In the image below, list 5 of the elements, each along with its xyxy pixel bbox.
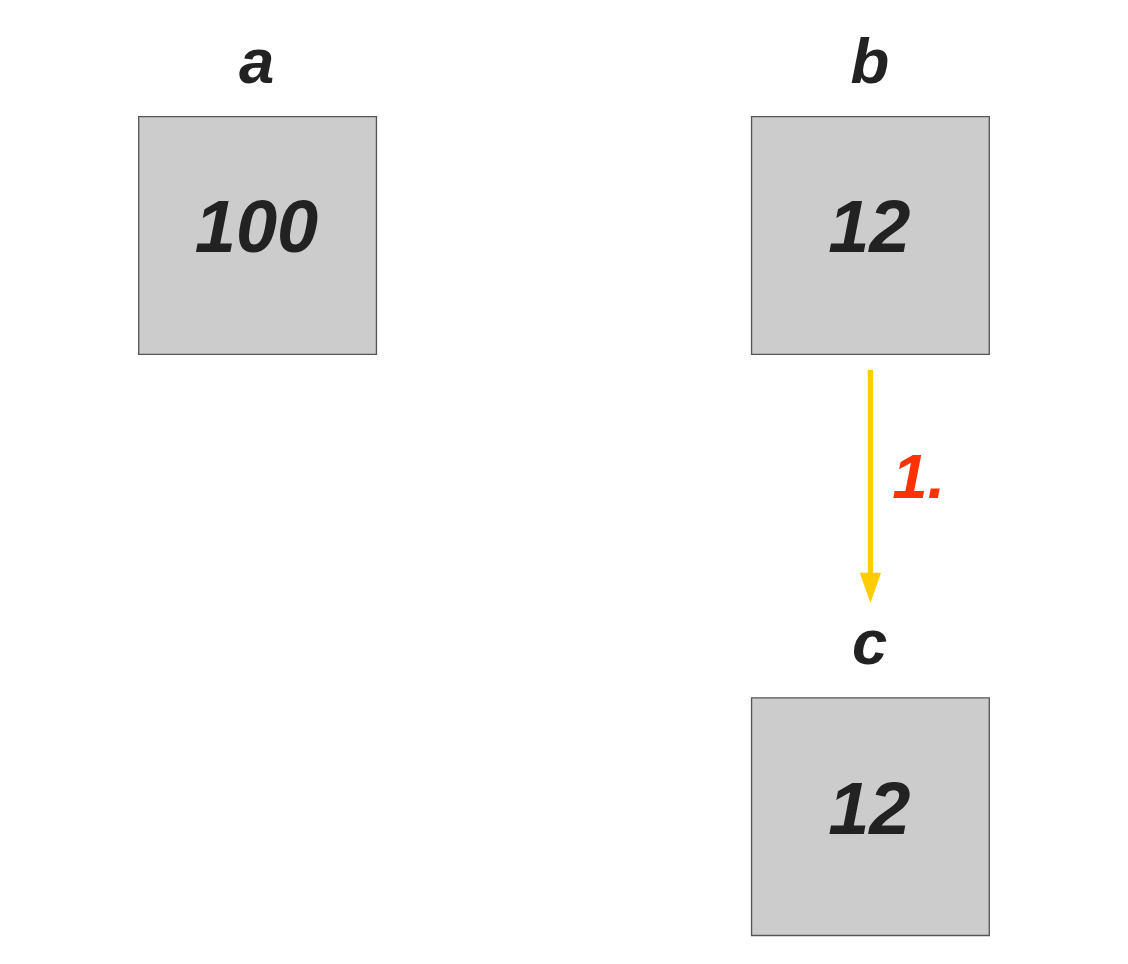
node-label: a bbox=[239, 25, 275, 96]
node-label: c bbox=[851, 606, 888, 677]
edge-label: 1. bbox=[892, 440, 946, 511]
node-label: b bbox=[850, 25, 890, 96]
arrow bbox=[859, 369, 882, 603]
